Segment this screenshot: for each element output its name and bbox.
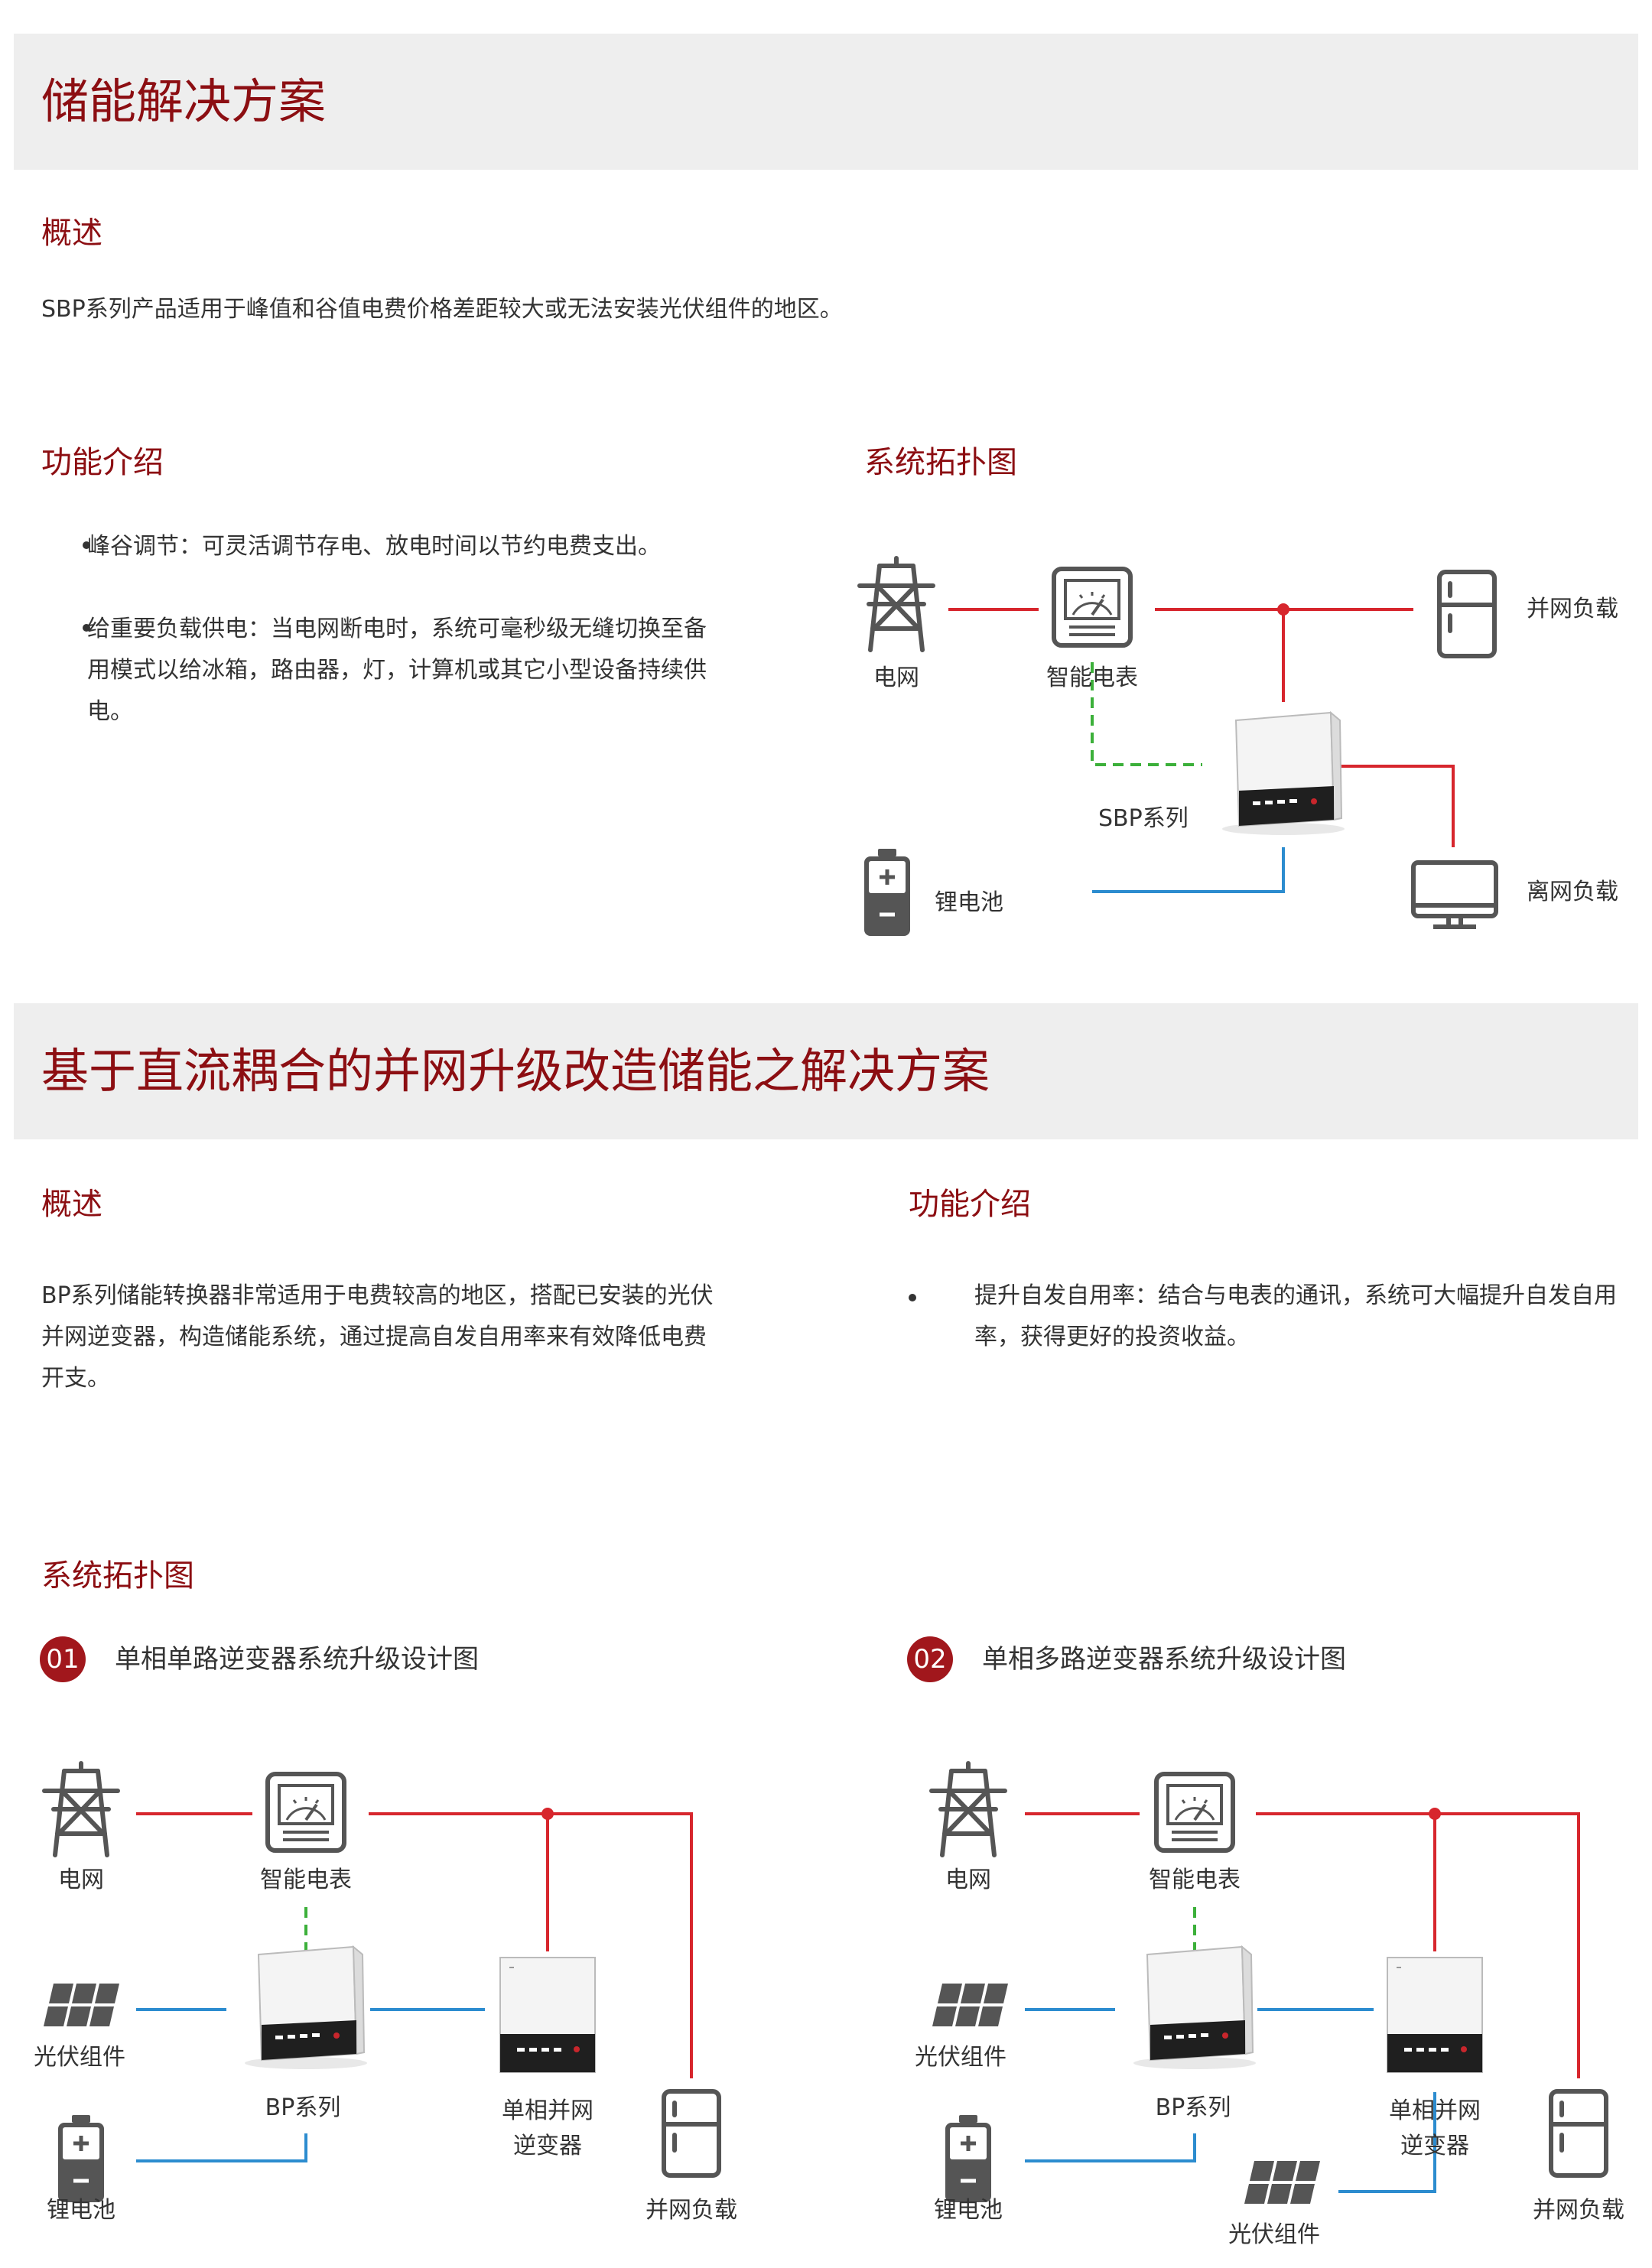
grid-tower-icon <box>932 1763 1005 1855</box>
monitor-icon <box>1413 863 1496 927</box>
label-pv: 光伏组件 <box>34 2044 125 2071</box>
diagram-number-badge: 01 <box>40 1636 86 1682</box>
label-load: 并网负载 <box>1533 2197 1624 2224</box>
section2-features-heading: 功能介绍 <box>909 1187 1031 1222</box>
label-pv: 光伏组件 <box>915 2044 1006 2071</box>
label-battery: 锂电池 <box>935 889 1003 916</box>
section2-banner: 基于直流耦合的并网升级改造储能之解决方案 <box>14 1003 1638 1139</box>
section2-title: 基于直流耦合的并网升级改造储能之解决方案 <box>41 1043 990 1099</box>
battery-icon <box>945 2115 991 2202</box>
grid-tied-inverter-image <box>499 1957 596 2073</box>
sbp-topology-diagram: 电网 智能电表 并网负载 SBP系列 锂电池 离网负载 <box>860 558 1618 936</box>
section2-feature-1: 提升自发自用率：结合与电表的通讯，系统可大幅提升自发自用率，获得更好的投资收益。 <box>974 1282 1617 1350</box>
label-inverter-line2: 逆变器 <box>1400 2133 1469 2159</box>
label-load: 并网负载 <box>646 2197 737 2224</box>
label-inverter-line1: 单相并网 <box>1389 2097 1481 2124</box>
label-grid: 电网 <box>945 1867 991 1893</box>
label-inverter-line2: 逆变器 <box>513 2133 582 2159</box>
bp-inverter-image <box>244 1946 368 2070</box>
label-battery: 锂电池 <box>934 2197 1003 2224</box>
diagram-01-topology: 电网 智能电表 光伏组件 BP系列 单相并网 逆变器 锂电池 并网负载 <box>34 1763 737 2224</box>
battery-icon <box>864 849 910 936</box>
section1-overview-heading: 概述 <box>41 216 102 251</box>
label-grid: 电网 <box>58 1867 104 1893</box>
grid-tower-icon <box>44 1763 118 1855</box>
label-inverter-line1: 单相并网 <box>502 2097 593 2124</box>
label-sbp-series: SBP系列 <box>1098 805 1189 832</box>
diagram-number-badge: 02 <box>907 1636 953 1682</box>
battery-icon <box>58 2115 104 2202</box>
bullet-dot <box>909 1294 916 1301</box>
section2-topology-heading: 系统拓扑图 <box>41 1558 194 1594</box>
fridge-icon <box>664 2091 719 2175</box>
label-grid: 电网 <box>873 664 919 691</box>
bullet-dot <box>83 624 90 632</box>
label-battery: 锂电池 <box>47 2197 115 2224</box>
label-meter: 智能电表 <box>1046 664 1138 691</box>
fridge-icon <box>1439 572 1494 656</box>
diagram-subtitle: 单相多路逆变器系统升级设计图 <box>982 1644 1346 1675</box>
bp-inverter-image <box>1133 1946 1257 2070</box>
smart-meter-icon <box>1156 1774 1233 1850</box>
section2-overview-text: BP系列储能转换器非常适用于电费较高的地区，搭配已安装的光伏并网逆变器，构造储能… <box>41 1282 714 1392</box>
section1-feature-2: 给重要负载供电：当电网断电时，系统可毫秒级无缝切换至备用模式以给冰箱，路由器，灯… <box>87 616 707 725</box>
solar-panel-icon <box>44 1984 119 2026</box>
grid-tied-inverter-image <box>1387 1957 1483 2073</box>
label-meter: 智能电表 <box>260 1867 352 1893</box>
section1-banner: 储能解决方案 <box>14 34 1638 170</box>
grid-tower-icon <box>860 558 933 650</box>
label-meter: 智能电表 <box>1149 1867 1241 1893</box>
section1-topology-heading: 系统拓扑图 <box>864 445 1017 480</box>
label-bp-series: BP系列 <box>1156 2094 1231 2121</box>
diagram-02-topology: 电网 智能电表 光伏组件 BP系列 单相并网 逆变器 锂电池 光伏组件 并网负载 <box>915 1763 1624 2248</box>
bullet-dot <box>83 541 90 549</box>
solar-panel-icon <box>932 1984 1008 2026</box>
section1-title: 储能解决方案 <box>41 73 327 129</box>
fridge-icon <box>1551 2091 1606 2175</box>
label-on-grid-load: 并网负载 <box>1527 596 1618 622</box>
smart-meter-icon <box>268 1774 344 1850</box>
section1-features-heading: 功能介绍 <box>41 445 164 480</box>
solar-panel-icon <box>1244 2161 1320 2204</box>
label-off-grid-load: 离网负载 <box>1527 879 1618 905</box>
section2-overview-heading: 概述 <box>41 1187 102 1222</box>
label-pv-2: 光伏组件 <box>1228 2221 1320 2248</box>
section1-overview-text: SBP系列产品适用于峰值和谷值电费价格差距较大或无法安装光伏组件的地区。 <box>41 296 843 323</box>
section1-feature-1: 峰谷调节：可灵活调节存电、放电时间以节约电费支出。 <box>87 533 661 560</box>
sbp-inverter-image <box>1221 712 1345 836</box>
diagram-subtitle: 单相单路逆变器系统升级设计图 <box>115 1644 479 1675</box>
label-bp-series: BP系列 <box>265 2094 341 2121</box>
smart-meter-icon <box>1054 569 1130 645</box>
